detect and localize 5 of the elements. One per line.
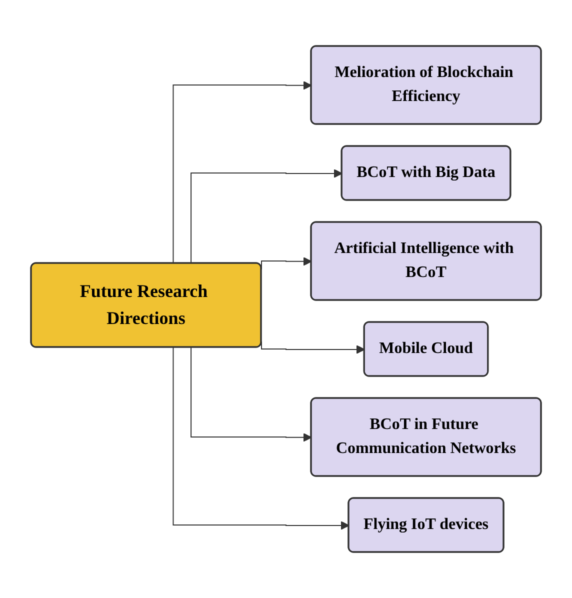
arrow xyxy=(190,169,342,264)
arrow xyxy=(190,347,312,442)
arrow xyxy=(172,81,312,264)
arrow xyxy=(261,341,365,354)
arrow xyxy=(172,347,350,530)
